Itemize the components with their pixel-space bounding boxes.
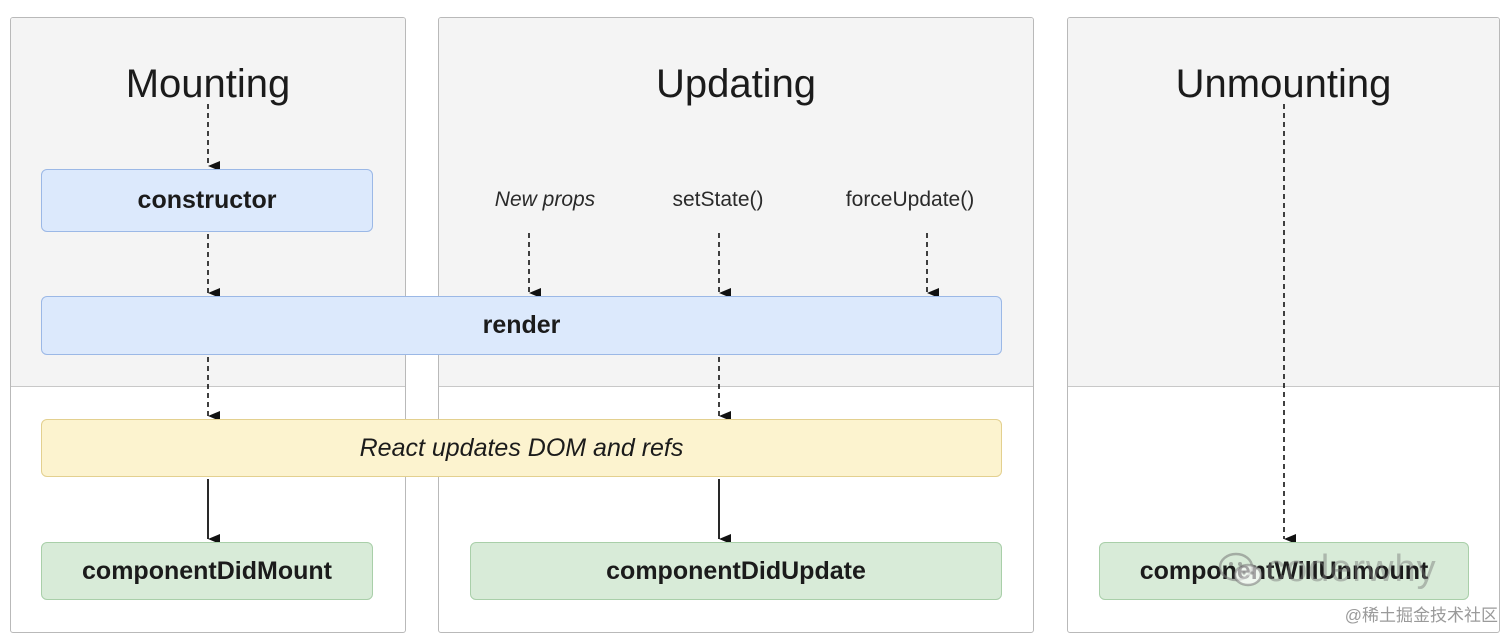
component-did-update-box: componentDidUpdate <box>470 542 1002 600</box>
trigger-set-state: setState() <box>672 188 764 211</box>
render-box: render <box>41 296 1002 355</box>
trigger-force-update: forceUpdate() <box>845 188 975 211</box>
component-will-unmount-box: componentWillUnmount <box>1099 542 1469 600</box>
watermark-site: @稀土掘金技术社区 <box>1344 606 1498 625</box>
updating-title: Updating <box>655 62 817 106</box>
wechat-logo-icon <box>1218 552 1263 587</box>
unmounting-title: Unmounting <box>1175 62 1392 106</box>
unmounting-phase-column: Unmounting <box>1067 17 1500 633</box>
watermark-handle: coderwhy <box>1266 548 1437 590</box>
constructor-box: constructor <box>41 169 373 232</box>
trigger-new-props: New props <box>494 188 596 211</box>
mounting-title: Mounting <box>125 62 291 106</box>
dom-update-box: React updates DOM and refs <box>41 419 1002 477</box>
component-did-mount-box: componentDidMount <box>41 542 373 600</box>
